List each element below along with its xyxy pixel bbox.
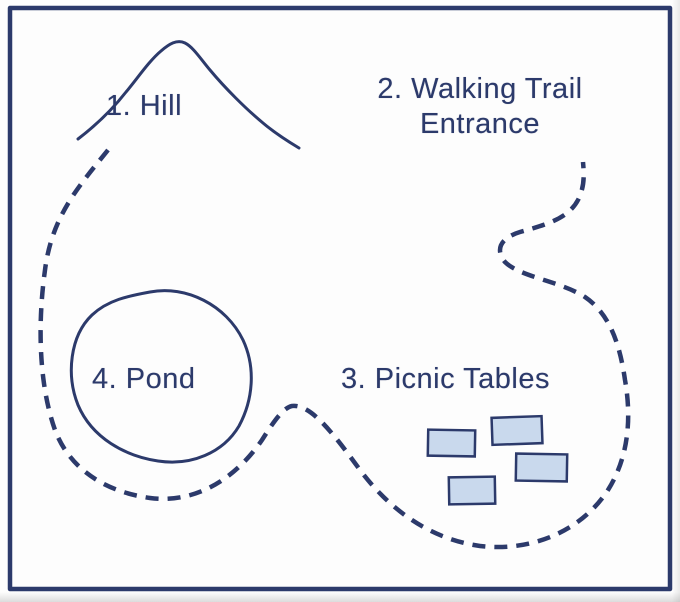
- trail-path: [38, 148, 631, 550]
- picnic-table-2: [426, 428, 477, 458]
- pond-outline: [69, 289, 253, 464]
- hill-outline: [76, 40, 301, 150]
- hill-label: 1. Hill: [106, 90, 183, 122]
- map-border: [7, 5, 673, 592]
- picnic-table-4: [447, 475, 497, 506]
- picnic-tables-label: 3. Picnic Tables: [341, 363, 550, 395]
- pond-label: 4. Pond: [92, 363, 196, 395]
- trail-entrance-label: 2. Walking Trail Entrance: [377, 73, 583, 140]
- picnic-table-3: [514, 452, 569, 483]
- picnic-table-1: [490, 414, 544, 447]
